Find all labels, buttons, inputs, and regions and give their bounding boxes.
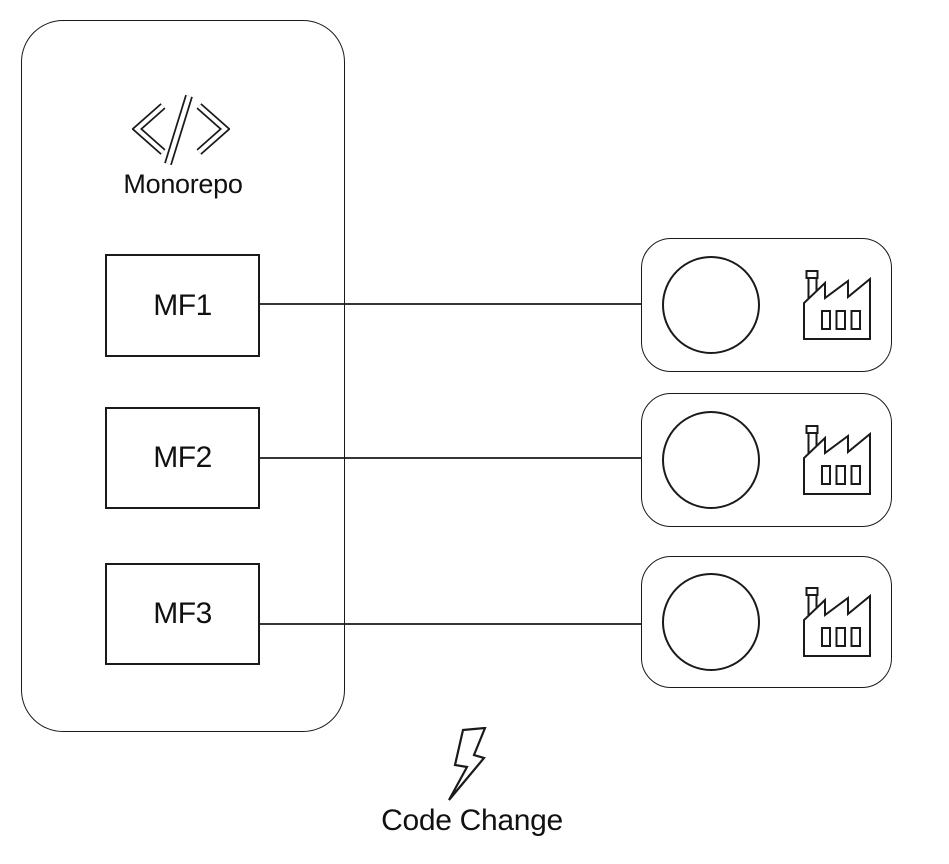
code-change-label: Code Change [381, 804, 563, 837]
module-box-mf3: MF3 [105, 563, 260, 665]
module-label: MF1 [153, 288, 212, 322]
circle-icon [662, 411, 760, 509]
module-box-mf1: MF1 [105, 254, 260, 357]
factory-icon [803, 587, 871, 657]
monorepo-container [21, 20, 345, 732]
module-box-mf2: MF2 [105, 407, 260, 509]
lightning-icon [448, 727, 487, 801]
monorepo-label: Monorepo [123, 169, 243, 199]
environment-card-2 [641, 393, 892, 527]
circle-icon [662, 573, 760, 671]
module-label: MF2 [153, 441, 212, 474]
environment-card-3 [641, 556, 892, 688]
module-label: MF3 [153, 597, 212, 630]
environment-card-1 [641, 238, 892, 372]
factory-icon [803, 270, 871, 340]
code-icon [132, 94, 230, 166]
circle-icon [662, 256, 760, 354]
factory-icon [803, 425, 871, 495]
